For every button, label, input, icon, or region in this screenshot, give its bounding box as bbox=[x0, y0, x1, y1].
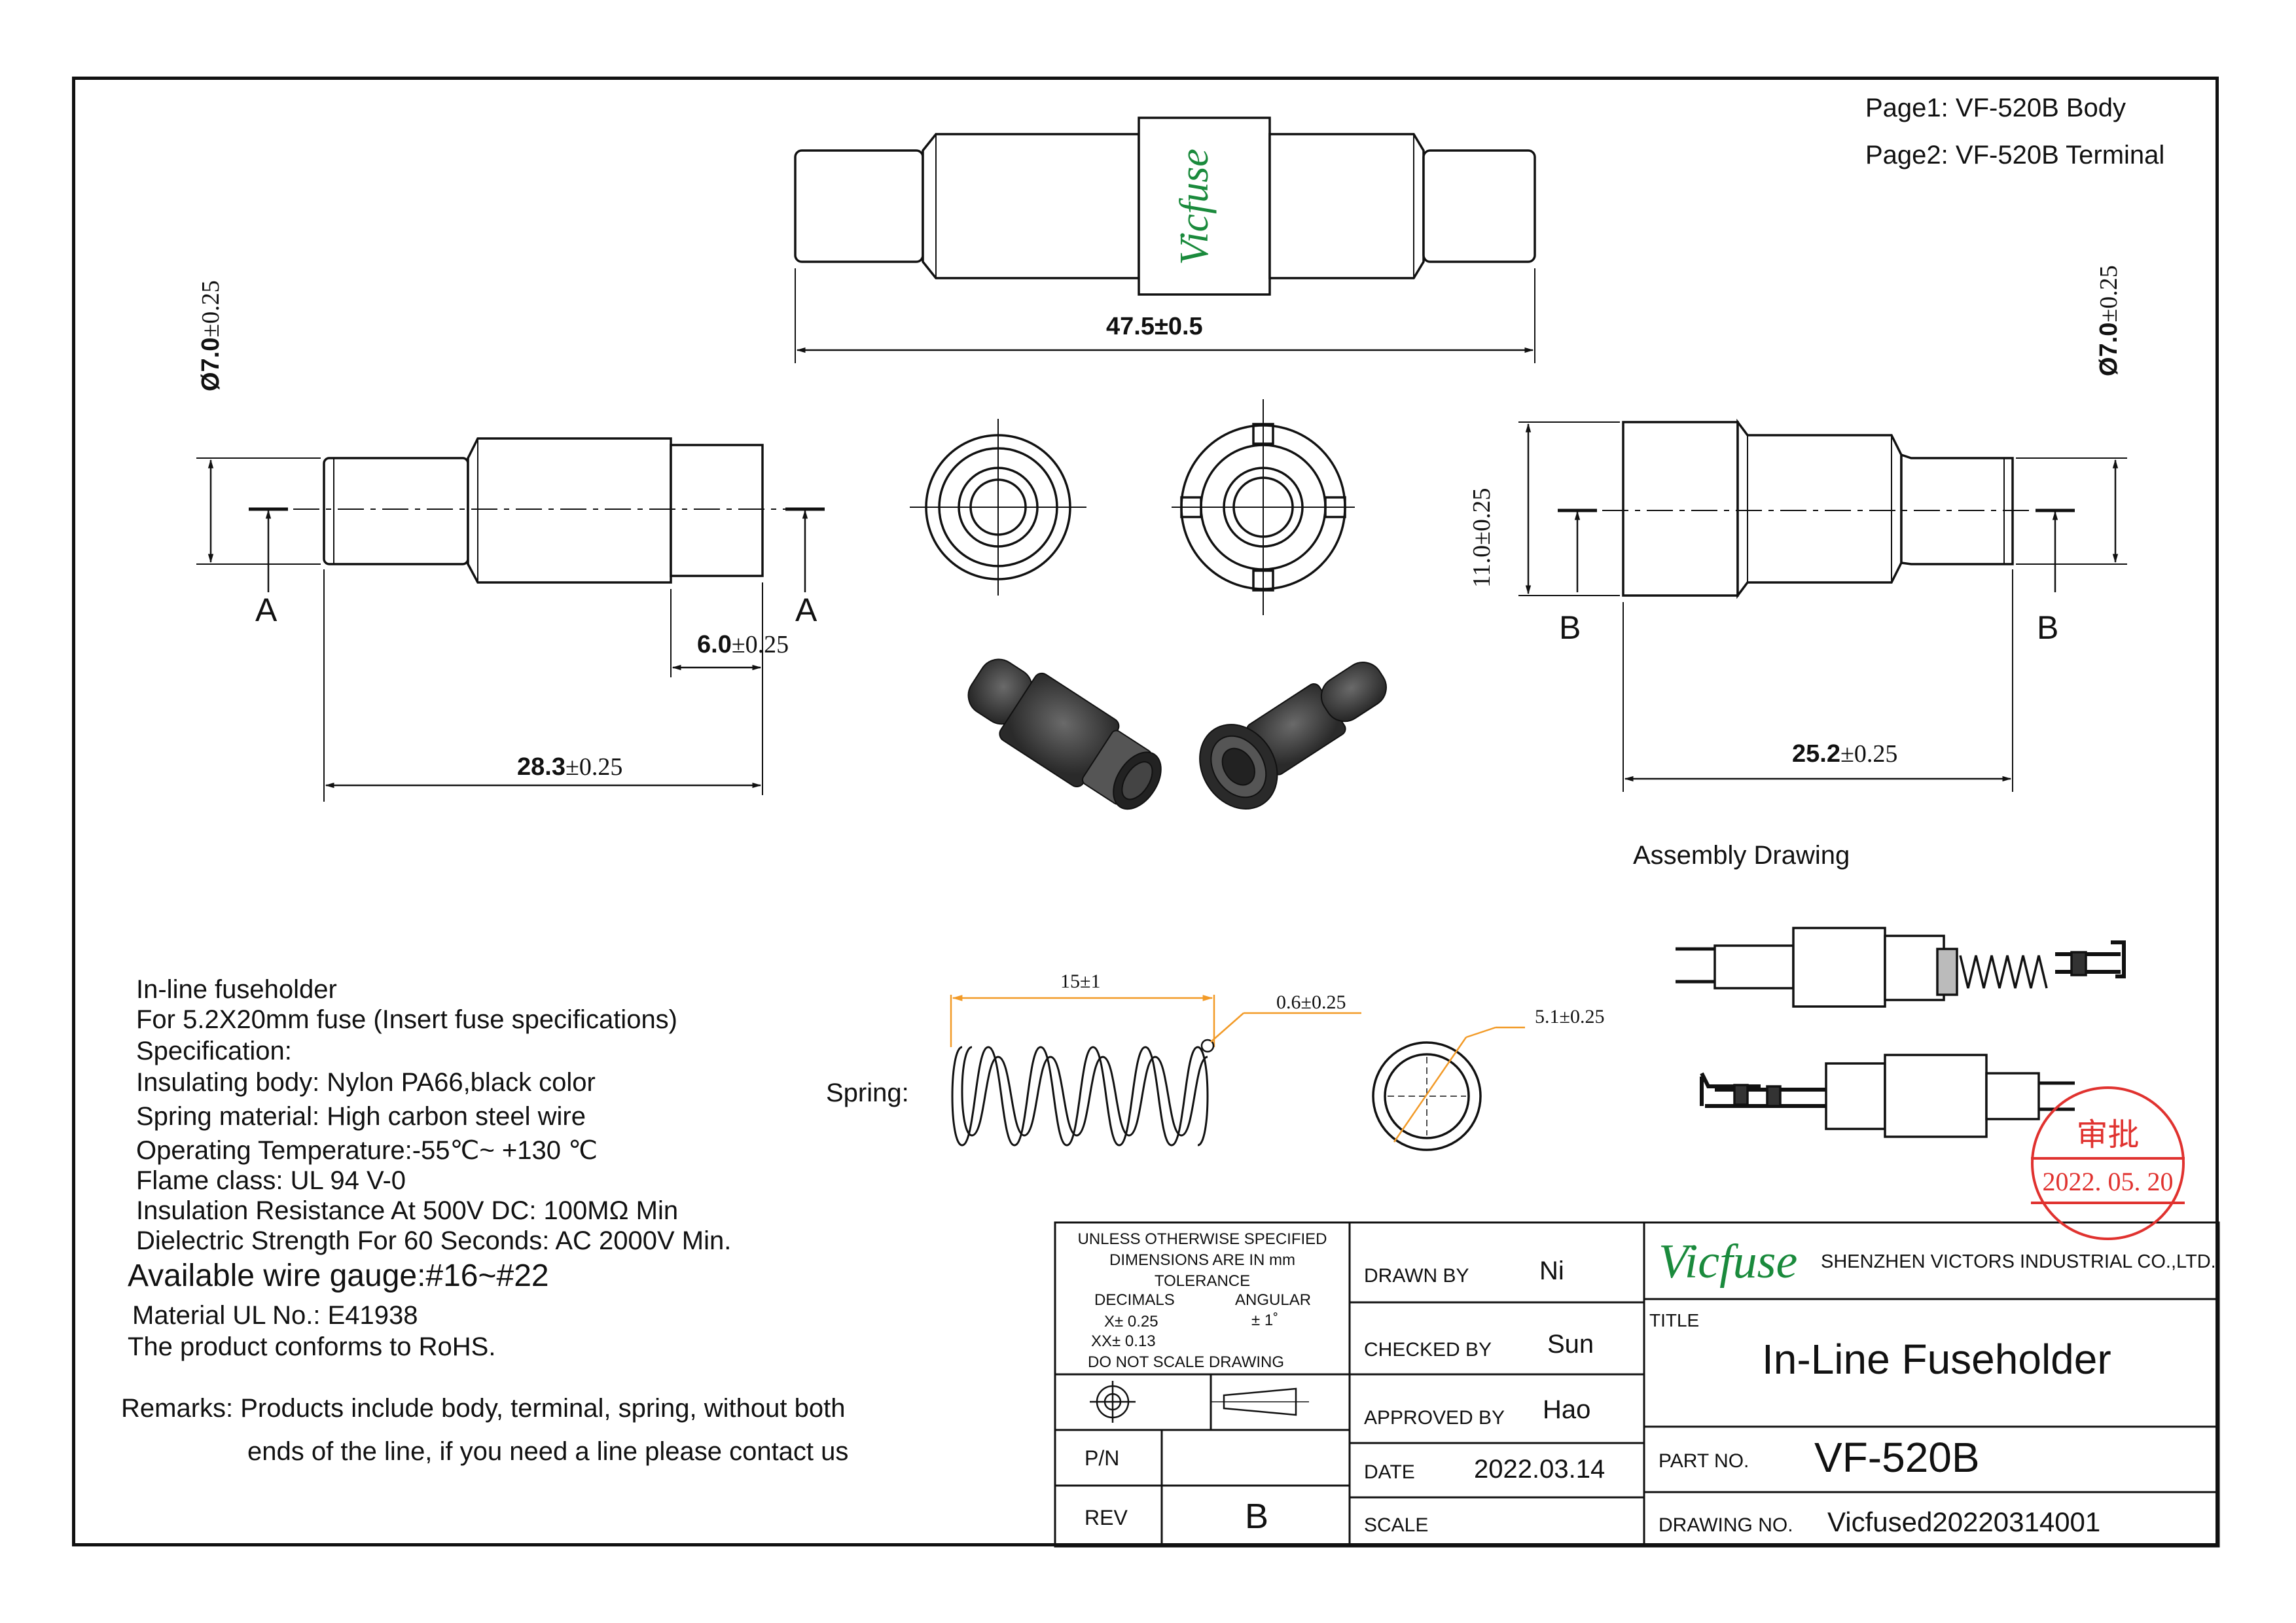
right-view bbox=[1518, 418, 2127, 792]
drawing-frame bbox=[72, 77, 2219, 1546]
angular-label: ANGULAR bbox=[1235, 1291, 1312, 1309]
assembly-lower bbox=[1700, 1054, 2075, 1138]
stamp-date: 2022. 05. 20 bbox=[2042, 1167, 2174, 1196]
spring-dia-dim: 5.1±0.25 bbox=[1535, 1006, 1605, 1027]
x-tolerance: X± 0.25 bbox=[1104, 1313, 1158, 1330]
part-3d-terminal bbox=[1199, 662, 1387, 810]
title-label: TITLE bbox=[1649, 1310, 1700, 1330]
title-block-grid bbox=[1054, 1221, 2220, 1548]
spec-line-2: For 5.2X20mm fuse (Insert fuse specifica… bbox=[136, 1005, 678, 1034]
top-view bbox=[794, 116, 1536, 363]
spec-line-5: Spring material: High carbon steel wire bbox=[136, 1102, 586, 1131]
top-brand-text: Vicfuse bbox=[1172, 149, 1217, 265]
height-dim-11: 11.0±0.25 bbox=[1468, 488, 1496, 588]
decimals-label: DECIMALS bbox=[1094, 1291, 1175, 1309]
date-label: DATE bbox=[1364, 1461, 1415, 1483]
spec-line-9: Dielectric Strength For 60 Seconds: AC 2… bbox=[136, 1226, 732, 1255]
top-length-dim: 47.5±0.5 bbox=[1106, 313, 1203, 340]
remarks-line-2: ends of the line, if you need a line ple… bbox=[247, 1437, 849, 1466]
assembly-upper bbox=[1676, 927, 2126, 1008]
drawing-title: In-Line Fuseholder bbox=[1762, 1336, 2111, 1383]
section-b-left: B bbox=[1559, 609, 1581, 646]
approval-stamp: 审批 2022. 05. 20 bbox=[2031, 1086, 2185, 1240]
spec-line-6: Operating Temperature:-55℃~ +130 ℃ bbox=[136, 1136, 598, 1165]
section-b-right: B bbox=[2037, 609, 2059, 646]
spec-line-8: Insulation Resistance At 500V DC: 100MΩ … bbox=[136, 1196, 679, 1225]
spec-line-1: In-line fuseholder bbox=[136, 975, 337, 1004]
drawing-no-value: Vicfused20220314001 bbox=[1827, 1507, 2101, 1537]
stamp-divider-top bbox=[2031, 1157, 2185, 1160]
title-block: UNLESS OTHERWISE SPECIFIED DIMENSIONS AR… bbox=[1055, 1222, 2219, 1546]
remarks-line-1: Remarks: Products include body, terminal… bbox=[121, 1394, 846, 1423]
dim-28-3: 28.3±0.25 bbox=[517, 753, 623, 781]
left-dia-dim: Ø7.0±0.25 bbox=[197, 280, 224, 391]
rev-value: B bbox=[1245, 1497, 1269, 1536]
checked-by-value: Sun bbox=[1547, 1330, 1594, 1359]
section-a-right: A bbox=[795, 592, 817, 628]
part-no-value: VF-520B bbox=[1814, 1434, 1980, 1481]
dim-6-0: 6.0±0.25 bbox=[697, 631, 789, 658]
approved-by-value: Hao bbox=[1543, 1395, 1591, 1424]
drawn-by-value: Ni bbox=[1539, 1257, 1564, 1285]
spec-line-4: Insulating body: Nylon PA66,black color bbox=[136, 1068, 596, 1097]
left-view bbox=[196, 437, 825, 802]
pn-label: P/N bbox=[1085, 1446, 1120, 1470]
part-no-label: PART NO. bbox=[1659, 1450, 1749, 1472]
spring-length-dim: 15±1 bbox=[1060, 971, 1101, 992]
spring-side-view bbox=[951, 1046, 1209, 1147]
spec-line-12: The product conforms to RoHS. bbox=[128, 1332, 496, 1361]
spec-line-10: Available wire gauge:#16~#22 bbox=[128, 1258, 549, 1293]
unless-line-2: DIMENSIONS ARE IN mm bbox=[1109, 1251, 1296, 1269]
spring-end-view bbox=[1372, 1026, 1525, 1151]
dim-25-2: 25.2±0.25 bbox=[1792, 740, 1898, 768]
spring-label: Spring: bbox=[826, 1079, 909, 1107]
spring-dimensions bbox=[950, 995, 1361, 1053]
end-view-left bbox=[910, 419, 1086, 596]
page2-label: Page2: VF-520B Terminal bbox=[1865, 141, 2165, 169]
company-name: SHENZHEN VICTORS INDUSTRIAL CO.,LTD. bbox=[1821, 1251, 2216, 1272]
company-logo: Vicfuse bbox=[1659, 1235, 1798, 1289]
right-dia-dim: Ø7.0±0.25 bbox=[2095, 265, 2123, 376]
tolerance-notes: UNLESS OTHERWISE SPECIFIED DIMENSIONS AR… bbox=[1055, 1229, 1350, 1292]
angular-tolerance: ± 1˚ bbox=[1251, 1311, 1279, 1329]
spec-line-3: Specification: bbox=[136, 1037, 292, 1065]
section-a-left: A bbox=[255, 592, 278, 628]
spring-wire-dim: 0.6±0.25 bbox=[1276, 991, 1346, 1013]
xx-tolerance: XX± 0.13 bbox=[1091, 1332, 1156, 1350]
scale-label: SCALE bbox=[1364, 1514, 1429, 1536]
assembly-title: Assembly Drawing bbox=[1633, 841, 1850, 870]
spec-line-7: Flame class: UL 94 V-0 bbox=[136, 1166, 406, 1195]
drawn-by-label: DRAWN BY bbox=[1364, 1265, 1469, 1287]
spec-line-11: Material UL No.: E41938 bbox=[132, 1301, 418, 1330]
tolerance-label: TOLERANCE bbox=[1154, 1272, 1251, 1290]
part-3d-body bbox=[967, 658, 1162, 810]
no-scale-note: DO NOT SCALE DRAWING bbox=[1088, 1353, 1285, 1371]
drawing-no-label: DRAWING NO. bbox=[1659, 1514, 1793, 1536]
rev-label: REV bbox=[1085, 1506, 1128, 1529]
stamp-divider-bottom bbox=[2031, 1202, 2185, 1204]
approved-by-label: APPROVED BY bbox=[1364, 1407, 1505, 1429]
end-view-right bbox=[1172, 399, 1355, 615]
checked-by-label: CHECKED BY bbox=[1364, 1339, 1492, 1361]
date-value: 2022.03.14 bbox=[1474, 1455, 1605, 1484]
stamp-text: 审批 bbox=[2076, 1118, 2140, 1152]
projection-symbol bbox=[1090, 1381, 1309, 1423]
unless-line-1: UNLESS OTHERWISE SPECIFIED bbox=[1077, 1230, 1327, 1248]
page1-label: Page1: VF-520B Body bbox=[1865, 94, 2126, 122]
